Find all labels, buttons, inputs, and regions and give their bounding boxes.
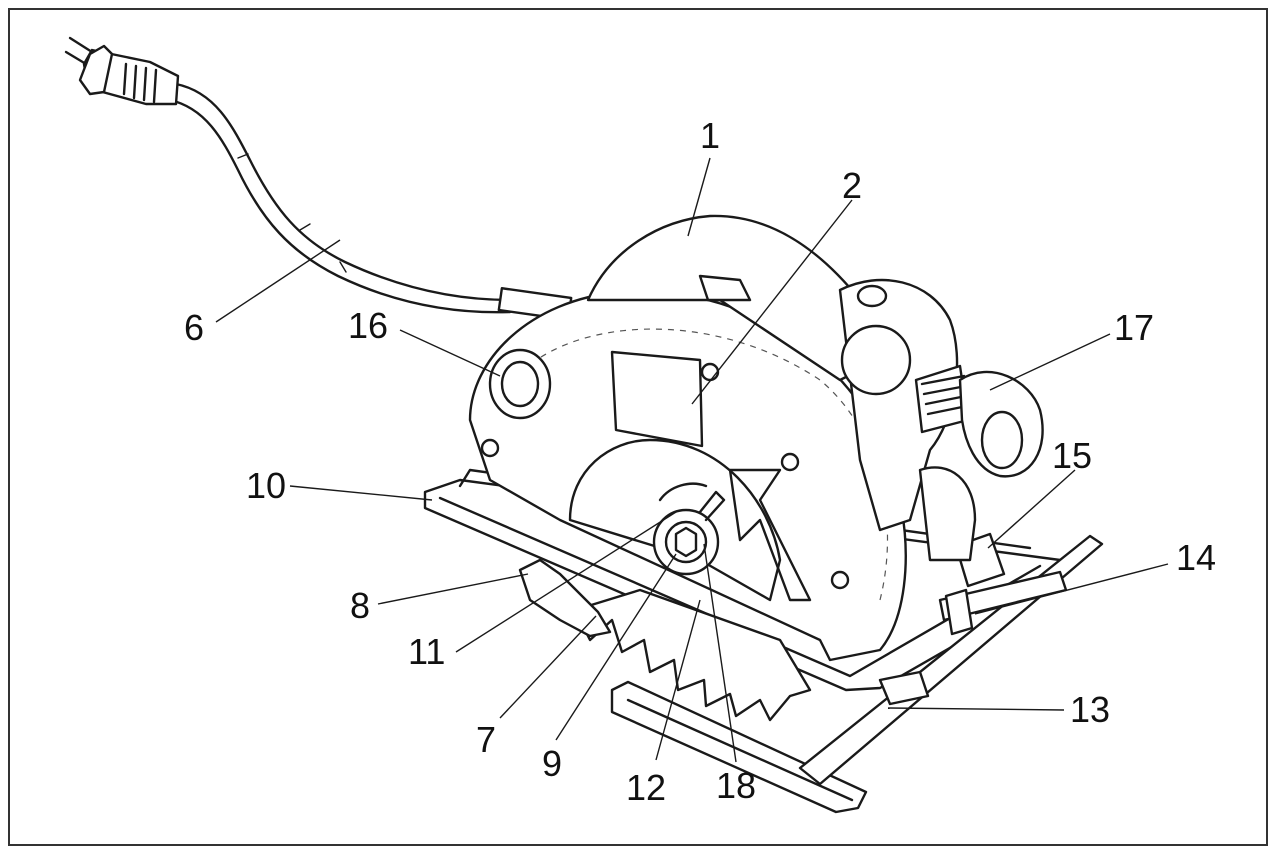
power-cord xyxy=(168,82,573,321)
callout-8: 8 xyxy=(350,585,370,626)
spindle-assembly xyxy=(652,482,726,576)
callout-6: 6 xyxy=(184,307,204,348)
label-plate xyxy=(610,350,704,448)
callout-18: 18 xyxy=(716,765,756,806)
dust-port xyxy=(488,348,552,420)
auxiliary-handle xyxy=(914,364,1044,478)
lower-blade-guard xyxy=(518,558,612,638)
callout-7: 7 xyxy=(476,719,496,760)
callout-16: 16 xyxy=(348,305,388,346)
callout-9: 9 xyxy=(542,743,562,784)
callout-13: 13 xyxy=(1070,689,1110,730)
callout-11: 11 xyxy=(408,631,445,672)
callout-2: 2 xyxy=(842,165,862,206)
callout-1: 1 xyxy=(700,115,720,156)
diagram-frame xyxy=(8,8,1268,846)
callout-15: 15 xyxy=(1052,435,1092,476)
plug-icon xyxy=(64,36,180,106)
callout-14: 14 xyxy=(1176,537,1216,578)
bevel-scale xyxy=(918,466,977,562)
saw-blade xyxy=(573,588,812,722)
leader-lines xyxy=(215,157,1169,763)
callout-10: 10 xyxy=(246,465,286,506)
rip-fence xyxy=(610,534,1104,814)
callout-17: 17 xyxy=(1114,307,1154,348)
callout-12: 12 xyxy=(626,767,666,808)
